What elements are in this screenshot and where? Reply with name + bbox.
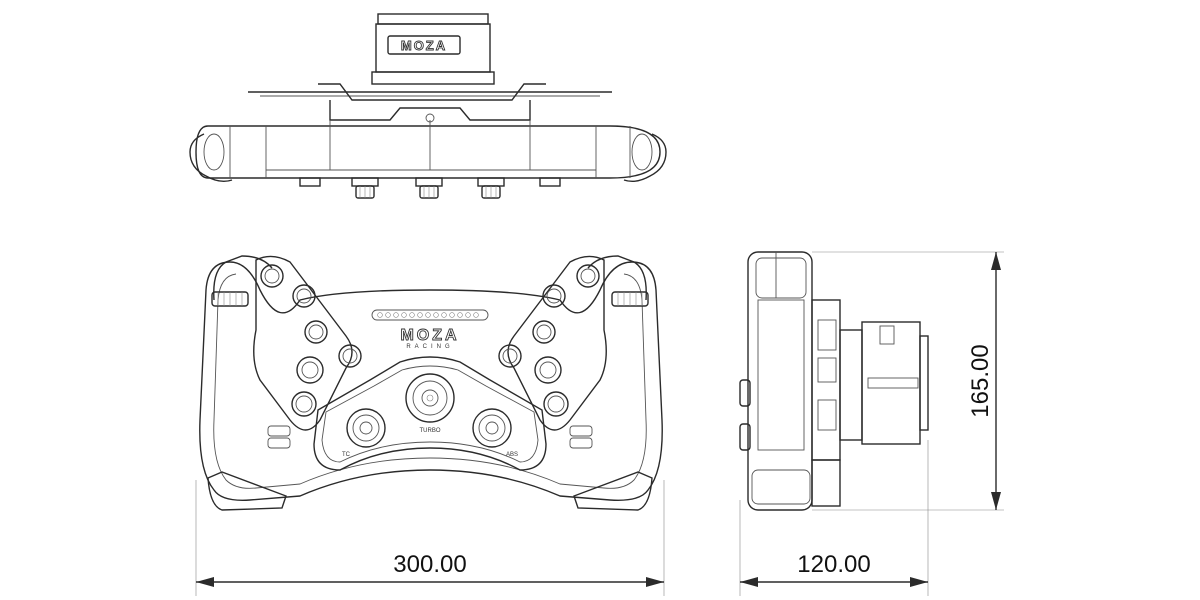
front-view: MOZA RACING TURBO TC ABS [199,255,663,511]
right-buttons [498,264,600,417]
front-view-brand-label: MOZA [400,327,459,344]
top-view-knob-center [415,177,443,199]
left-buttons [260,264,362,417]
abs-label: ABS [506,452,518,458]
right-thumb-wheel [611,291,649,307]
top-view-knob-left [351,177,379,199]
width-dimension-label: 300.00 [393,551,466,578]
front-view-sub-brand-label: RACING [406,344,453,350]
depth-dimension-label: 120.00 [797,551,870,578]
top-view-brand-label: MOZA [401,38,447,53]
abs-knob: ABS [472,408,518,458]
turbo-label: TURBO [420,428,441,434]
turbo-knob: TURBO [405,373,455,434]
side-view [739,251,929,511]
height-dimension-label: 165.00 [967,344,994,417]
top-view-knob-right [477,177,505,199]
dimension-depth: 120.00 [739,440,929,596]
tc-knob: TC [342,408,386,458]
left-thumb-wheel [211,291,249,307]
rev-led-strip [371,309,489,321]
dimension-height: 165.00 [812,251,1004,511]
top-view: MOZA [189,13,667,199]
dimension-width: 300.00 [195,480,665,596]
tc-label: TC [342,452,351,458]
